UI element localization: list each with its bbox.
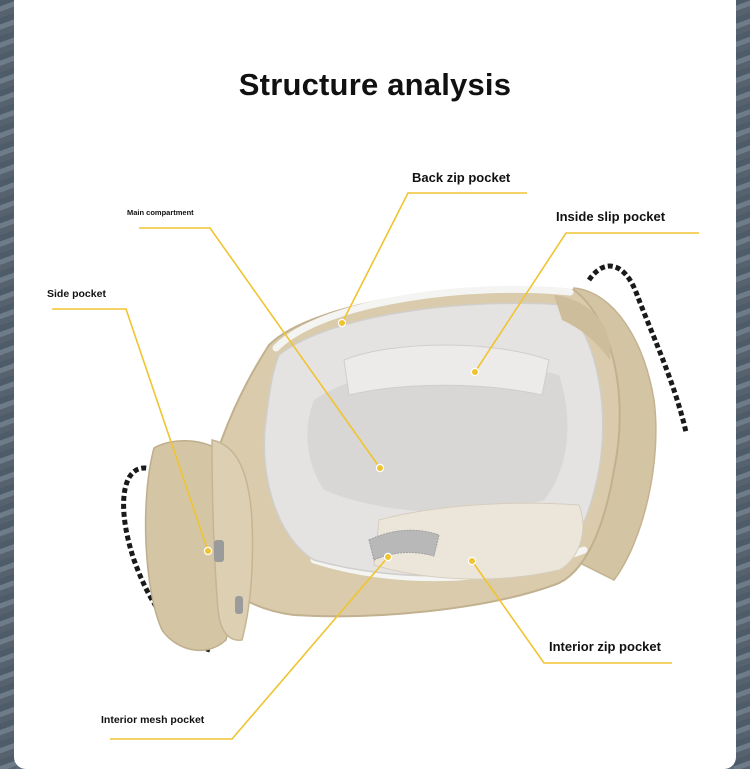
label-main-compartment: Main compartment bbox=[127, 208, 194, 217]
dot-interior-zip bbox=[467, 556, 477, 566]
leader-main-compartment bbox=[139, 227, 381, 469]
side-zipper-tab bbox=[214, 540, 224, 562]
dot-back-zip bbox=[337, 318, 347, 328]
background-texture-left bbox=[0, 0, 16, 769]
dot-interior-mesh bbox=[383, 552, 393, 562]
leader-lines bbox=[52, 192, 699, 740]
bag-illustration bbox=[52, 192, 699, 740]
bag-top-fold bbox=[554, 295, 611, 360]
inside-slip-pocket-panel bbox=[343, 344, 550, 396]
leader-interior-mesh bbox=[110, 556, 389, 740]
interior-zip-pocket-panel bbox=[373, 502, 584, 580]
label-interior-mesh-pocket: Interior mesh pocket bbox=[101, 714, 205, 726]
dot-inside-slip bbox=[470, 367, 480, 377]
label-inside-slip-pocket: Inside slip pocket bbox=[556, 209, 666, 224]
dot-side-pocket bbox=[203, 546, 213, 556]
background-texture-right bbox=[734, 0, 750, 769]
page-title: Structure analysis bbox=[238, 67, 512, 102]
leader-inside-slip bbox=[474, 232, 699, 373]
label-interior-zip-pocket: Interior zip pocket bbox=[549, 639, 661, 654]
side-pocket-flap bbox=[211, 439, 254, 641]
label-back-zip-pocket: Back zip pocket bbox=[412, 170, 511, 185]
diagram-card: Structure analysis bbox=[14, 0, 736, 769]
leader-side-pocket bbox=[52, 308, 209, 552]
dot-main-compartment bbox=[375, 463, 385, 473]
leader-interior-zip bbox=[471, 560, 672, 664]
side-zipper-tab-2 bbox=[235, 596, 243, 614]
interior-shadow bbox=[307, 363, 568, 513]
opening-piping bbox=[272, 285, 574, 352]
leader-dots bbox=[203, 318, 480, 566]
right-drawstring-cord bbox=[586, 263, 689, 433]
label-side-pocket: Side pocket bbox=[47, 288, 106, 300]
leader-back-zip bbox=[341, 192, 527, 324]
